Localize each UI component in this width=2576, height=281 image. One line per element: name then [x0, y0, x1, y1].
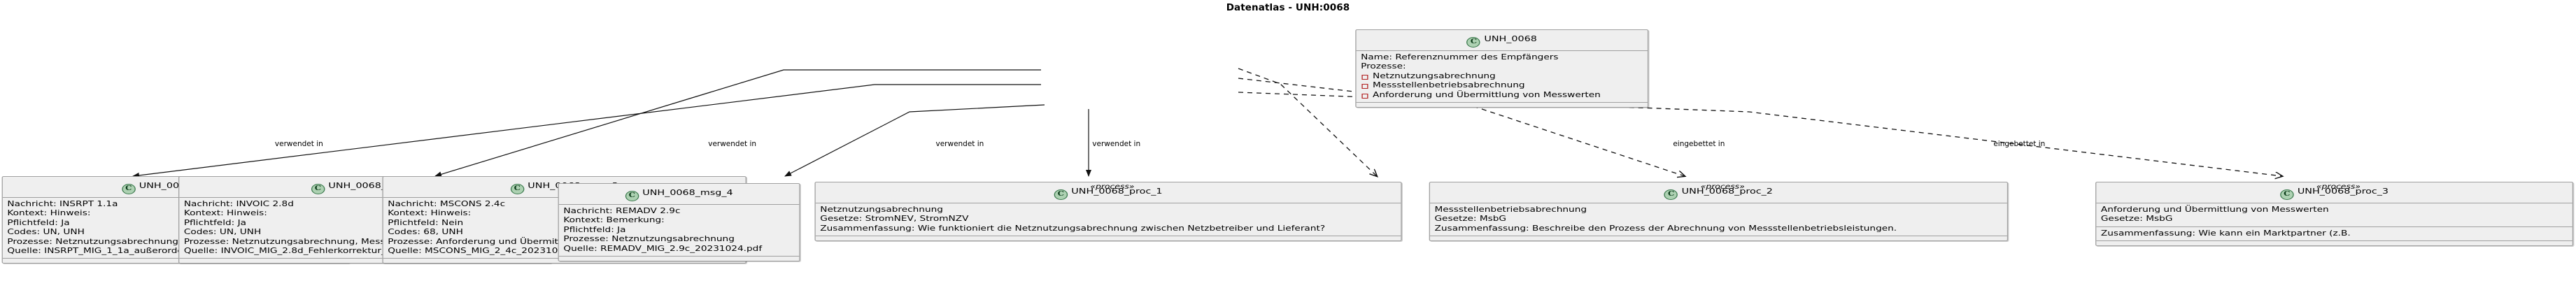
node-title: UNH_0068: [1484, 34, 1537, 43]
attribute-row: Pflichtfeld: Ja: [7, 218, 70, 227]
attribute-row: Gesetze: MsbG: [1434, 215, 1507, 224]
attribute-row: Codes: UN, UNH: [7, 228, 85, 237]
node-attributes: Name: Referenznummer des Empfängers Proz…: [1356, 51, 1648, 103]
attribute-row: Prozesse:: [1361, 62, 1406, 71]
attribute-row: Kontext: Hinweis:: [388, 209, 472, 218]
class-circle-icon: C: [510, 184, 525, 194]
node-stereotype: «process»: [1700, 183, 1745, 191]
attribute-row: Anforderung und Übermittlung von Messwer…: [2100, 206, 2329, 214]
attribute-row: Nachricht: INVOIC 2.8d: [183, 200, 294, 208]
attribute-row: Prozesse: Netznutzungsabrechnung: [7, 237, 178, 246]
attribute-row: Netznutzungsabrechnung: [1361, 72, 1643, 81]
node-footer: [559, 257, 799, 261]
attribute-row: Kontext: Hinweis:: [7, 209, 91, 218]
node-attributes: Nachricht: REMADV 2.9c Kontext: Bemerkun…: [558, 205, 800, 257]
attribute-row: Kontext: Bemerkung:: [563, 216, 665, 225]
attribute-row: Messstellenbetriebsabrechnung: [1361, 81, 1643, 90]
attribute-row: Netznutzungsabrechnung: [820, 206, 943, 214]
node-title: UNH_0068_proc_3: [2297, 187, 2389, 196]
page-title: Datenatlas - UNH:0068: [1226, 2, 1350, 13]
node-footer: [1357, 103, 1648, 107]
attribute-row: Pflichtfeld: Ja: [183, 218, 247, 227]
class-circle-icon: C: [2280, 189, 2294, 200]
node-attributes: Messstellenbetriebsabrechnung Gesetze: M…: [1429, 203, 2007, 237]
class-circle-icon: C: [1466, 37, 1481, 48]
attribute-row: Pflichtfeld: Nein: [388, 218, 464, 227]
class-circle-icon: C: [122, 184, 136, 194]
class-circle-icon: C: [1664, 189, 1678, 200]
node-title: UNH_0068_proc_2: [1681, 187, 1773, 196]
class-circle-icon: C: [625, 191, 639, 201]
attribute-row: Codes: 68, UNH: [388, 228, 463, 237]
node-attributes: Anforderung und Übermittlung von Messwer…: [2096, 203, 2573, 242]
edge-label-verwendet-in-3: verwendet in: [935, 140, 984, 148]
attribute-row: Zusammenfassung: Beschreibe den Prozess …: [1434, 224, 1897, 233]
node-footer: [816, 236, 1401, 240]
attribute-row: Zusammenfassung: Wie funktioniert die Ne…: [820, 224, 1326, 233]
node-title: UNH_0068_proc_1: [1071, 187, 1163, 196]
edge-label-verwendet-in-1: verwendet in: [274, 140, 323, 148]
node-attributes: Netznutzungsabrechnung Gesetze: StromNEV…: [815, 203, 1401, 237]
attribute-row: Nachricht: REMADV 2.9c: [563, 207, 681, 215]
node-footer: [1430, 236, 2007, 240]
edge-label-verwendet-in-2: verwendet in: [708, 140, 757, 148]
attribute-row: Gesetze: StromNEV, StromNZV: [820, 215, 969, 224]
attribute-row: Prozesse: Netznutzungsabrechnung: [563, 235, 735, 244]
attribute-row: Messstellenbetriebsabrechnung: [1434, 206, 1587, 214]
attribute-row: Nachricht: INSRPT 1.1a: [7, 200, 118, 208]
node-stereotype: «process»: [1090, 183, 1135, 191]
attribute-row: Anforderung und Übermittlung von Messwer…: [1361, 91, 1643, 100]
class-circle-icon: C: [1054, 189, 1068, 200]
attribute-row: Nachricht: MSCONS 2.4c: [388, 200, 506, 208]
attribute-separator: [2096, 226, 2573, 227]
edge-label-verwendet-in-4: verwendet in: [1092, 140, 1141, 148]
attribute-row: Pflichtfeld: Ja: [563, 225, 626, 234]
attribute-row: Quelle: REMADV_MIG_2.9c_20231024.pdf: [563, 244, 763, 253]
edge-label-eingebettet-in-2: eingebettet in: [1993, 140, 2046, 148]
class-circle-icon: C: [311, 184, 325, 194]
attribute-row: Codes: UN, UNH: [183, 228, 262, 237]
node-footer: [2096, 241, 2572, 245]
attribute-row: Quelle: MSCONS_MIG_2_4c_20231024.pdf: [388, 247, 589, 256]
node-stereotype: «process»: [2316, 183, 2361, 191]
attribute-row: Kontext: Hinweis:: [183, 209, 267, 218]
edge-label-eingebettet-in-1: eingebettet in: [1673, 140, 1725, 148]
attribute-row: Gesetze: MsbG: [2100, 215, 2173, 224]
attribute-row: Name: Referenznummer des Empfängers: [1361, 53, 1559, 62]
attribute-row: Zusammenfassung: Wie kann ein Marktpartn…: [2100, 229, 2351, 238]
node-title: UNH_0068_msg_4: [642, 188, 733, 197]
